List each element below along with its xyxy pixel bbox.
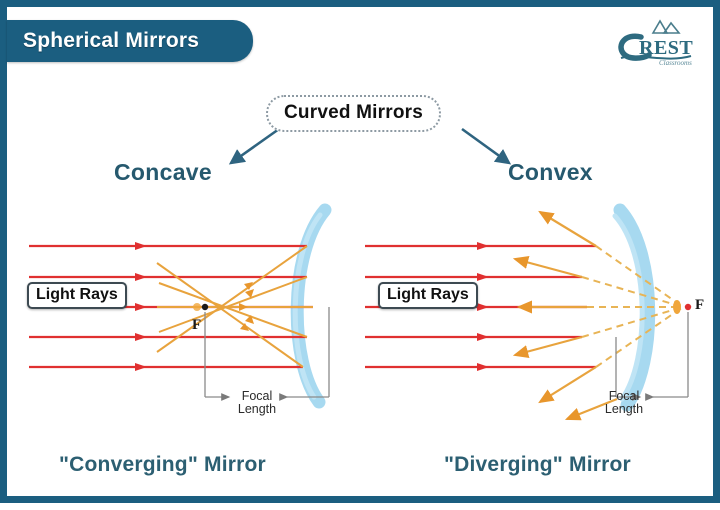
light-rays-label-convex: Light Rays: [378, 282, 478, 309]
light-rays-label-concave: Light Rays: [27, 282, 127, 309]
focal-length-label-concave: Focal Length: [229, 390, 285, 416]
tree-arrow-concave: [228, 127, 280, 165]
caption-diverging-mirror: "Diverging" Mirror: [444, 453, 631, 476]
curved-mirrors-label: Curved Mirrors: [284, 102, 424, 123]
focal-length-label-convex: Focal Length: [596, 390, 652, 416]
focal-point-concave: [201, 303, 209, 311]
virtual-rays-convex: [581, 245, 684, 368]
mountain-icon: [651, 19, 681, 34]
branch-label-concave: Concave: [114, 159, 212, 185]
page-title: Spherical Mirrors: [23, 29, 200, 52]
branch-label-convex: Convex: [508, 159, 593, 185]
focal-point-convex: [684, 303, 692, 311]
focal-length-line1: Focal: [241, 389, 273, 403]
svg-text:REST: REST: [639, 37, 693, 59]
crest-logo: REST Classrooms: [609, 15, 701, 67]
focal-point-label-concave: F: [192, 317, 202, 333]
focal-length-line2: Length: [237, 402, 277, 416]
svg-text:Classrooms: Classrooms: [659, 59, 692, 67]
focal-length-line2: Length: [604, 402, 644, 416]
focal-length-dimension-convex: [615, 312, 689, 401]
reflected-ray-arrowheads-concave: [239, 282, 254, 331]
reflected-rays-convex: [512, 210, 618, 421]
focal-length-line1: Focal: [608, 389, 640, 403]
focal-point-label-convex: F: [695, 297, 705, 313]
concave-mirror-diagram: [29, 203, 332, 409]
title-bar: Spherical Mirrors: [7, 20, 253, 62]
virtual-focus-glow: [673, 300, 681, 314]
tree-arrow-convex: [461, 127, 512, 165]
reflected-rays-concave: [156, 245, 313, 368]
convex-mirror-diagram: [365, 203, 692, 421]
diagram-overlay: [29, 127, 692, 421]
crest-logo-graphic: REST Classrooms: [618, 19, 693, 67]
curved-mirrors-node: Curved Mirrors: [266, 95, 442, 132]
caption-converging-mirror: "Converging" Mirror: [59, 453, 266, 476]
focal-length-dimension-concave: [204, 307, 330, 401]
